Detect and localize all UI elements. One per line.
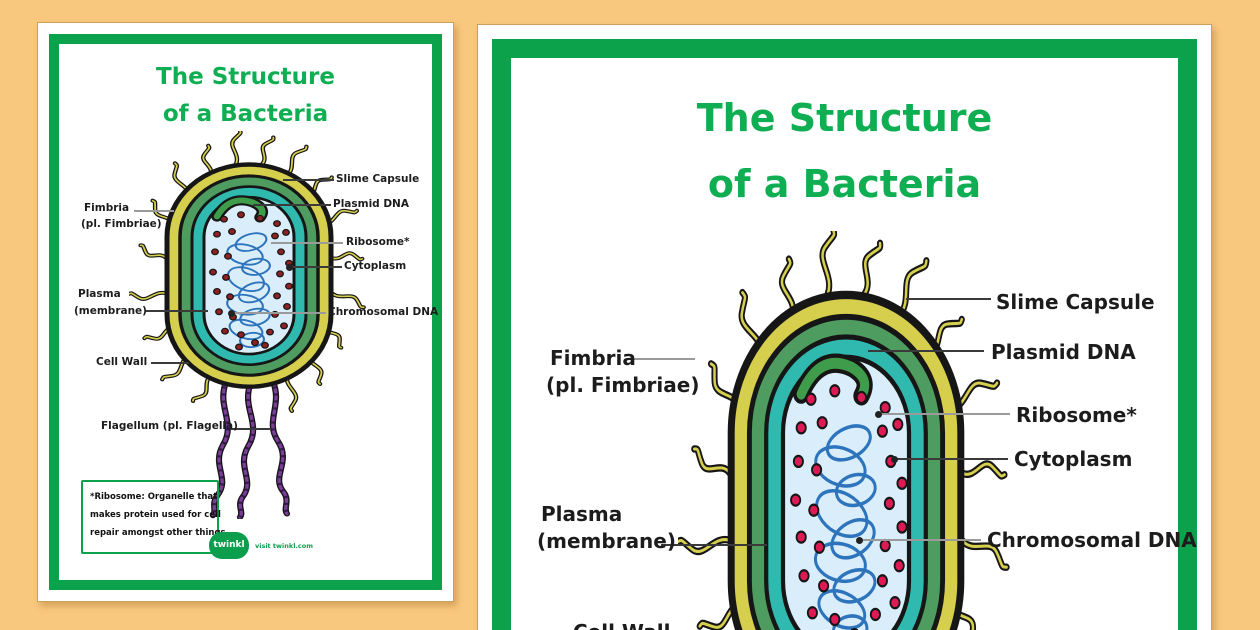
bacterium <box>129 131 366 519</box>
label-plasma-2: (membrane) <box>74 305 147 317</box>
leader-ribosome <box>271 242 343 244</box>
label-ribosome: Ribosome* <box>346 236 410 248</box>
title-line-2: of a Bacteria <box>707 162 982 206</box>
leader-cell-wall <box>151 362 189 364</box>
label-cytoplasm: Cytoplasm <box>1014 447 1133 471</box>
label-chromosomal-dna: Chromosomal DNA <box>987 528 1197 552</box>
poster-large-title: The Structure of a Bacteria <box>478 85 1211 217</box>
label-chromosomal-dna: Chromosomal DNA <box>328 306 439 318</box>
label-plasma-1: Plasma <box>541 502 623 526</box>
footnote-line-1: *Ribosome: Organelle that <box>90 492 218 502</box>
leader-slime-capsule <box>283 179 334 181</box>
label-fimbria-1: Fimbria <box>550 346 636 370</box>
label-flagellum: Flagellum (pl. Flagella) <box>101 420 238 432</box>
leader-chromosomal-dna <box>856 536 981 544</box>
title-line-1: The Structure <box>696 96 993 140</box>
leader-fimbria <box>629 358 695 360</box>
bacteria-diagram-large <box>678 231 1010 630</box>
poster-large: The Structure of a Bacteria Slime Capsul… <box>477 24 1212 630</box>
leader-slime-capsule <box>906 298 991 300</box>
label-slime-capsule: Slime Capsule <box>336 173 420 185</box>
leader-chromosomal-dna <box>228 309 326 317</box>
label-plasma-2: (membrane) <box>537 529 677 553</box>
label-fimbria-1: Fimbria <box>84 202 130 214</box>
label-cell-wall: Cell Wall <box>573 621 670 630</box>
poster-small-title: The Structure of a Bacteria <box>38 59 453 133</box>
plasmid-dna-shape <box>793 353 873 406</box>
chromosomal-dna-tangle <box>813 424 877 630</box>
label-fimbria-2: (pl. Fimbriae) <box>546 373 700 397</box>
leader-ribosome <box>875 410 1010 418</box>
twinkl-logo: twinkl <box>209 532 249 559</box>
leader-cytoplasm <box>891 455 1008 463</box>
label-cytoplasm: Cytoplasm <box>344 260 407 272</box>
label-slime-capsule: Slime Capsule <box>996 290 1155 314</box>
flagella <box>209 376 291 519</box>
label-ribosome: Ribosome* <box>1016 403 1137 427</box>
label-fimbria-2: (pl. Fimbriae) <box>81 218 162 230</box>
leader-cytoplasm <box>286 263 342 271</box>
label-plasmid-dna: Plasmid DNA <box>333 198 409 210</box>
label-plasma-1: Plasma <box>78 288 121 300</box>
footnote-line-3: repair amongst other things. <box>90 528 229 538</box>
ribosome-dots <box>209 211 293 351</box>
ribosome-footnote-box: *Ribosome: Organelle that makes protein … <box>81 480 229 554</box>
leader-flagellum <box>230 428 271 430</box>
leader-plasma-membrane <box>661 544 767 546</box>
label-plasmid-dna: Plasmid DNA <box>991 340 1136 364</box>
title-line-2: of a Bacteria <box>162 101 329 127</box>
leader-plasmid-dna <box>253 204 331 206</box>
bacterium <box>678 231 1010 630</box>
leader-plasmid-dna <box>868 350 984 352</box>
ribosome-dots <box>790 384 908 630</box>
twinkl-logo-tagline: visit twinkl.com <box>255 542 314 550</box>
footnote-line-2: makes protein used for cell <box>90 510 221 520</box>
poster-small: The Structure of a Bacteria Slime Capsul… <box>37 22 454 602</box>
title-line-1: The Structure <box>156 64 335 90</box>
bacteria-diagram-small <box>129 131 366 519</box>
leader-plasma-membrane <box>146 310 208 312</box>
label-cell-wall: Cell Wall <box>96 356 148 368</box>
leader-fimbria <box>134 210 174 212</box>
plasmid-dna-shape <box>211 195 269 223</box>
